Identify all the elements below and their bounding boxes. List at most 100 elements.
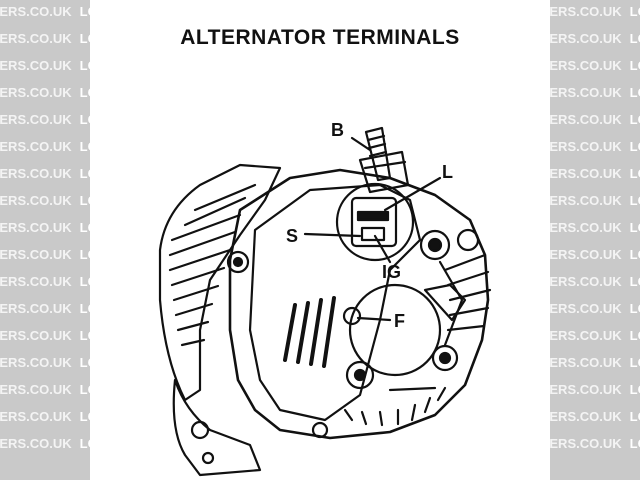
- watermark-text: LOCOSTERS: [629, 409, 640, 424]
- watermark-text: DERS.CO.UK: [0, 328, 72, 343]
- watermark-row: DERS.CO.UK LOCOSTERS: [550, 301, 640, 316]
- watermark-text: DERS.CO.UK: [0, 409, 72, 424]
- watermark-text: LOCOSTERS: [629, 328, 640, 343]
- watermark-text: LOCOSTERS: [79, 139, 90, 154]
- watermark-text: LOCOSTERS: [79, 247, 90, 262]
- watermark-text: LOCOSTERS: [629, 193, 640, 208]
- terminal-label-ig: IG: [382, 262, 402, 282]
- watermark-text: LOCOSTERS: [79, 85, 90, 100]
- watermark-text: DERS.CO.UK: [0, 31, 72, 46]
- watermark-text: LOCOSTERS: [79, 436, 90, 451]
- watermark-text: LOCOSTERS: [629, 355, 640, 370]
- watermark-text: LOCOSTERS: [629, 139, 640, 154]
- watermark-row: DERS.CO.UKLOCOSTERS: [0, 436, 90, 451]
- watermark-text: DERS.CO.UK: [550, 247, 622, 262]
- watermark-text: LOCOSTERS: [629, 247, 640, 262]
- terminal-label-f: F: [394, 311, 405, 331]
- watermark-text: DERS.CO.UK: [0, 166, 72, 181]
- watermark-text: LOCOSTERS: [79, 382, 90, 397]
- watermark-text: DERS.CO.UK: [0, 355, 72, 370]
- watermark-row: DERS.CO.UKLOCOSTERS: [0, 58, 90, 73]
- watermark-row: DERS.CO.UK LOCOSTERS: [550, 274, 640, 289]
- watermark-text: LOCOSTERS: [79, 301, 90, 316]
- watermark-text: DERS.CO.UK: [0, 301, 72, 316]
- watermark-text: LOCOSTERS: [79, 166, 90, 181]
- watermark-text: DERS.CO.UK: [0, 220, 72, 235]
- watermark-text: DERS.CO.UK: [0, 193, 72, 208]
- watermark-row: DERS.CO.UKLOCOSTERS: [0, 112, 90, 127]
- watermark-text: LOCOSTERS: [79, 31, 90, 46]
- watermark-text: DERS.CO.UK: [0, 4, 72, 19]
- watermark-text: DERS.CO.UK: [550, 4, 622, 19]
- watermark-row: DERS.CO.UK LOCOSTERS: [550, 382, 640, 397]
- watermark-text: DERS.CO.UK: [0, 274, 72, 289]
- watermark-text: DERS.CO.UK: [0, 139, 72, 154]
- watermark-text: LOCOSTERS: [629, 85, 640, 100]
- watermark-row: DERS.CO.UK LOCOSTERS: [550, 139, 640, 154]
- b-terminal-stud: [364, 126, 392, 182]
- watermark-text: DERS.CO.UK: [550, 193, 622, 208]
- b-leader: [350, 136, 372, 152]
- watermark-text: LOCOSTERS: [629, 436, 640, 451]
- watermark-row: DERS.CO.UK LOCOSTERS: [550, 247, 640, 262]
- watermark-text: LOCOSTERS: [629, 274, 640, 289]
- watermark-text: LOCOSTERS: [79, 58, 90, 73]
- lower-bolt: [345, 360, 375, 390]
- watermark-row: DERS.CO.UKLOCOSTERS: [550, 166, 640, 181]
- watermark-row: DERS.CO.UK LOCOSTERS: [0, 274, 90, 289]
- watermark-row: DERS.CO.UKLOCOSTERS: [550, 4, 640, 19]
- watermark-row: DERS.CO.UK LOCOSTERS: [0, 220, 90, 235]
- watermark-text: DERS.CO.UK: [550, 355, 622, 370]
- watermark-text: DERS.CO.UK: [550, 328, 622, 343]
- watermark-row: DERS.CO.UK LOCOSTERS: [0, 31, 90, 46]
- watermark-row: DERS.CO.UKLOCOSTERS: [550, 31, 640, 46]
- l-leader: [383, 176, 442, 212]
- watermark-row: DERS.CO.UK LOCOSTERS: [0, 328, 90, 343]
- s-leader: [303, 232, 362, 238]
- watermark-text: DERS.CO.UK: [0, 85, 72, 100]
- alternator-drawing: [158, 126, 492, 477]
- watermark-text: LOCOSTERS: [79, 220, 90, 235]
- watermark-text: DERS.CO.UK: [550, 220, 622, 235]
- watermark-row: DERS.CO.UK LOCOSTERS: [550, 193, 640, 208]
- watermark-row: DERS.CO.UK LOCOSTERS: [0, 409, 90, 424]
- top-right-bolt: [419, 229, 451, 261]
- watermark-text: DERS.CO.UK: [550, 31, 622, 46]
- watermark-text: DERS.CO.UK: [550, 382, 622, 397]
- watermark-text: DERS.CO.UK: [550, 274, 622, 289]
- watermark-text: LOCOSTERS: [79, 328, 90, 343]
- watermark-text: LOCOSTERS: [629, 220, 640, 235]
- watermark-text: LOCOSTERS: [79, 4, 90, 19]
- left-watermark-panel: DERS.CO.UK LOCOSTERS DERS.CO.UK LOCOSTERS DE…: [0, 0, 90, 480]
- f-leader: [356, 316, 392, 322]
- watermark-text: LOCOSTERS: [629, 301, 640, 316]
- watermark-row: DERS.CO.UK LOCOSTERS: [550, 355, 640, 370]
- watermark-text: LOCOSTERS: [79, 409, 90, 424]
- watermark-text: LOCOSTERS: [79, 274, 90, 289]
- right-watermark-panel: DERS.CO.UK LOCOSTERS DERS.CO.UK LOCOSTERS DE…: [550, 0, 640, 480]
- watermark-text: LOCOSTERS: [79, 355, 90, 370]
- terminal-label-l: L: [442, 162, 453, 182]
- watermark-row: DERS.CO.UK LOCOSTERS: [0, 193, 90, 208]
- watermark-text: DERS.CO.UK: [550, 301, 622, 316]
- terminal-label-b: B: [331, 120, 344, 140]
- watermark-row: DERS.CO.UK LOCOSTERS: [0, 4, 90, 19]
- terminal-label-s: S: [286, 226, 299, 246]
- watermark-text: DERS.CO.UK: [0, 382, 72, 397]
- watermark-row: DERS.CO.UK LOCOSTERS: [0, 301, 90, 316]
- watermark-text: LOCOSTERS: [629, 382, 640, 397]
- watermark-row: DERS.CO.UK LOCOSTERS: [0, 247, 90, 262]
- watermark-text: LOCOSTERS: [79, 193, 90, 208]
- watermark-row: DERS.CO.UK LOCOSTERS: [550, 220, 640, 235]
- watermark-text: DERS.CO.UK: [550, 58, 622, 73]
- watermark-text: DERS.CO.UK: [550, 409, 622, 424]
- watermark-text: DERS.CO.UK: [550, 139, 622, 154]
- watermark-text: DERS.CO.UK: [550, 112, 622, 127]
- watermark-text: LOCOSTERS: [629, 58, 640, 73]
- watermark-row: DERS.CO.UK LOCOSTERS: [0, 139, 90, 154]
- watermark-row: DERS.CO.UK LOCOSTERS: [0, 166, 90, 181]
- watermark-text: LOCOSTERS: [629, 166, 640, 181]
- diagram-title: ALTERNATOR TERMINALS: [180, 26, 460, 49]
- watermark-text: DERS.CO.UK: [0, 247, 72, 262]
- ig-leader: [373, 234, 392, 264]
